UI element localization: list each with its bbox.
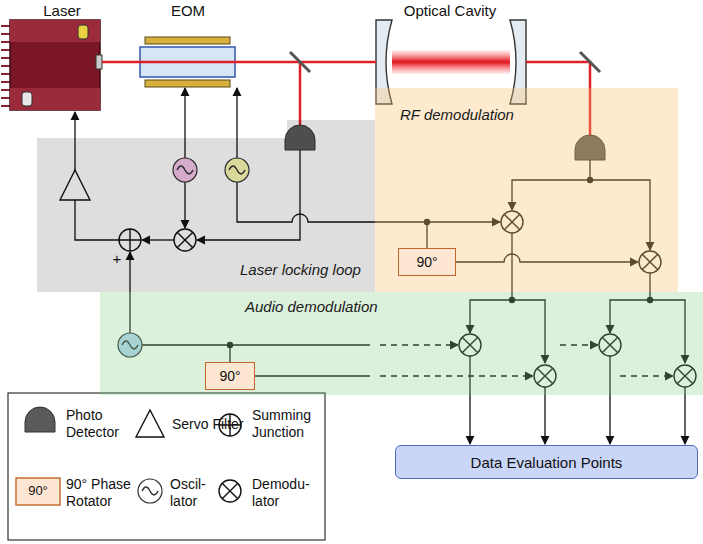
phase-rotator-box: 90° xyxy=(398,248,456,276)
legend-text: Servo Filter xyxy=(172,416,244,433)
legend-text: Oscil- lator xyxy=(170,476,220,510)
band-outline xyxy=(37,120,375,292)
laser-source xyxy=(1,20,102,110)
phase-label: 90° xyxy=(219,368,240,384)
rf-demodulation-band: RF demodulation 90° xyxy=(375,88,678,292)
pickoff-mirror xyxy=(290,52,600,72)
legend-text: Demodu- lator xyxy=(252,476,316,510)
band-title-holder: RF demodulation xyxy=(400,106,514,124)
band-title-holder: Audio demodulation xyxy=(245,298,378,316)
phase-rotator-box: 90° xyxy=(205,362,255,390)
legend-text: Photo Detector xyxy=(66,407,138,441)
audio-demodulation-band: Audio demodulation 90° xyxy=(100,292,703,395)
band-title: Laser locking loop xyxy=(240,261,361,278)
laser-locking-band: Laser locking loop xyxy=(37,120,375,292)
phase-label: 90° xyxy=(16,483,60,498)
data-evaluation-box: Data Evaluation Points xyxy=(395,445,698,479)
phase-label: 90° xyxy=(416,254,437,270)
legend-panel xyxy=(8,393,325,540)
component-label: EOM xyxy=(165,2,211,19)
component-label: Optical Cavity xyxy=(395,2,505,19)
component-label: Laser xyxy=(32,2,92,19)
band-title-holder: Laser locking loop xyxy=(240,261,361,279)
legend-text: 90° Phase Rotator xyxy=(66,476,146,510)
sign-label: + xyxy=(110,250,124,267)
band-title: RF demodulation xyxy=(400,106,514,123)
box-label: Data Evaluation Points xyxy=(471,454,623,471)
legend-text: Summing Junction xyxy=(252,407,322,441)
band-title: Audio demodulation xyxy=(245,298,378,315)
